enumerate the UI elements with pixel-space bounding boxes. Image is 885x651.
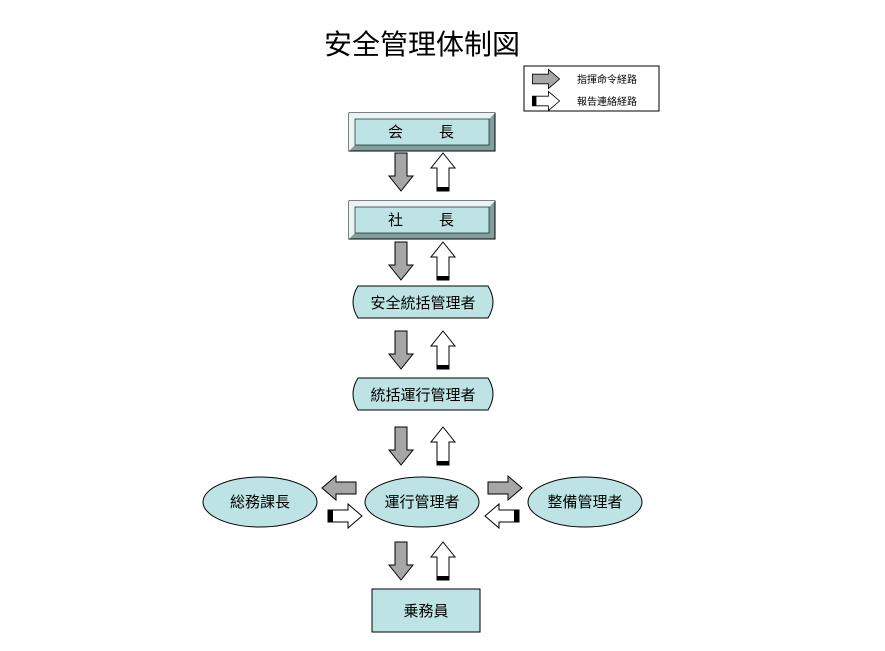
arrow-command-down bbox=[388, 152, 414, 192]
node-crew-label: 乗務員 bbox=[403, 602, 448, 620]
arrow-command-down bbox=[388, 541, 414, 581]
node-general-operations-manager: 統括運行管理者 bbox=[352, 377, 494, 411]
arrow-command-down bbox=[388, 241, 414, 281]
node-general-safety-manager-label: 安全統括管理者 bbox=[370, 294, 475, 312]
arrow-report-up bbox=[430, 152, 456, 192]
arrow-report-up bbox=[430, 241, 456, 281]
legend-command-label: 指揮命令経路 bbox=[577, 73, 637, 86]
arrow-command-down bbox=[388, 426, 414, 466]
node-crew: 乗務員 bbox=[371, 588, 481, 633]
node-maintenance-manager: 整備管理者 bbox=[527, 476, 643, 528]
arrow-command-right bbox=[487, 475, 523, 501]
arrow-report-left bbox=[484, 503, 520, 529]
node-operations-manager-label: 運行管理者 bbox=[384, 493, 459, 511]
arrow-report-up bbox=[430, 541, 456, 581]
node-operations-manager: 運行管理者 bbox=[364, 476, 480, 528]
arrow-report-up bbox=[430, 426, 456, 466]
arrow-command-left bbox=[321, 475, 357, 501]
node-chairman-label: 会 長 bbox=[388, 123, 456, 141]
arrow-report-up bbox=[430, 330, 456, 370]
node-maintenance-manager-label: 整備管理者 bbox=[547, 493, 622, 511]
node-general-affairs-manager: 総務課長 bbox=[202, 476, 318, 528]
node-general-affairs-manager-label: 総務課長 bbox=[230, 493, 290, 511]
node-chairman: 会 長 bbox=[348, 112, 496, 152]
legend: 指揮命令経路 報告連絡経路 bbox=[523, 65, 660, 112]
node-general-operations-manager-label: 統括運行管理者 bbox=[370, 386, 475, 404]
node-general-safety-manager: 安全統括管理者 bbox=[352, 285, 494, 319]
legend-report-label: 報告連絡経路 bbox=[577, 95, 637, 108]
arrow-command-down bbox=[388, 330, 414, 370]
arrow-report-right bbox=[327, 503, 363, 529]
node-president-label: 社 長 bbox=[388, 211, 456, 229]
diagram-title: 安全管理体制図 bbox=[324, 28, 520, 61]
node-president: 社 長 bbox=[348, 200, 496, 240]
